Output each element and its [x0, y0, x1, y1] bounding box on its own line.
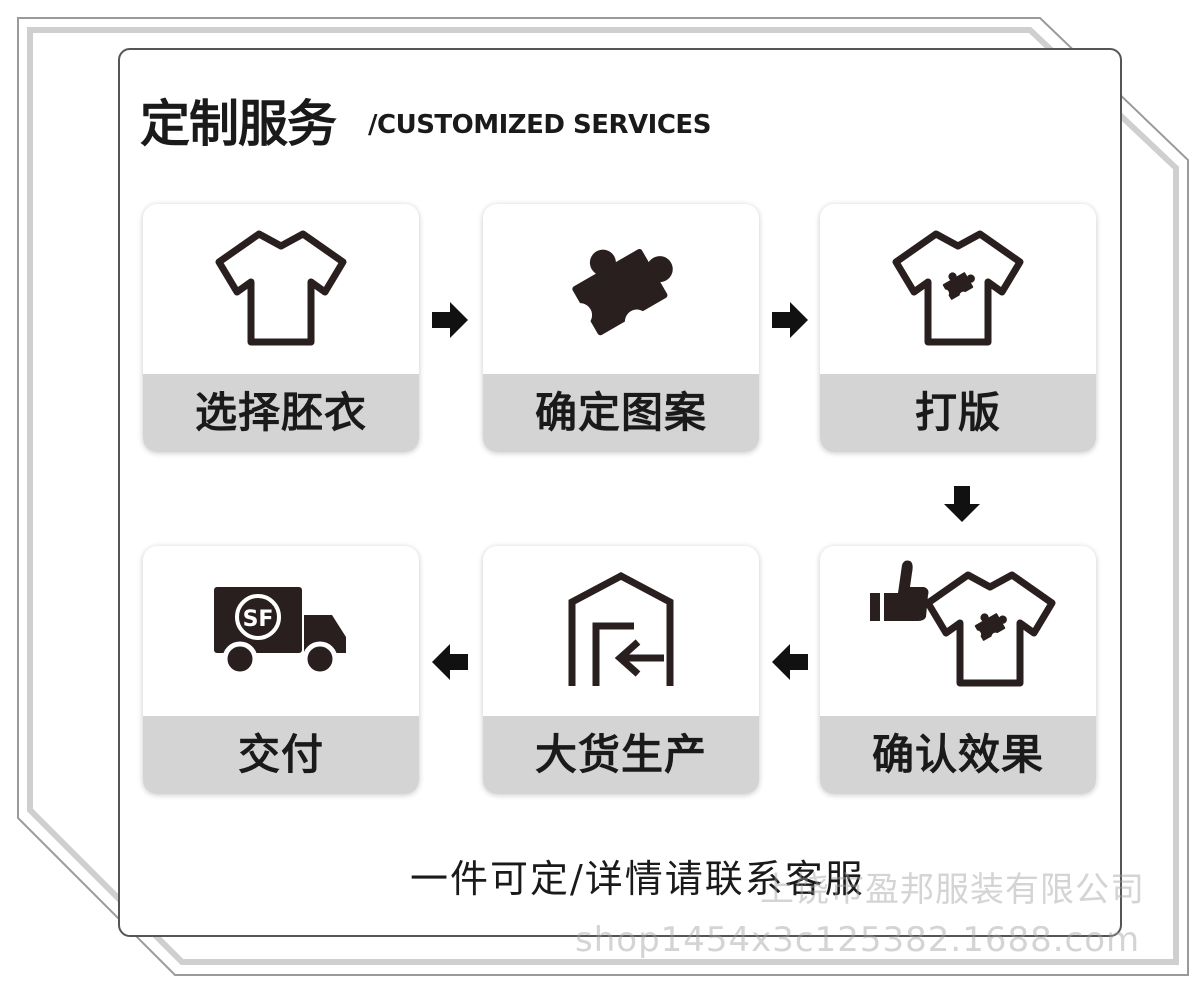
tshirt-puzzle-thumbs-up-icon [870, 560, 1056, 687]
step-label: 确认效果 [820, 716, 1096, 794]
step-label: 选择胚衣 [143, 374, 419, 452]
arrow-right-icon [432, 302, 468, 338]
tshirt-icon [215, 230, 347, 346]
step-label: 交付 [143, 716, 419, 794]
arrow-left-icon [432, 644, 468, 680]
watermark-shop-url: shop1454x3c125382.1688.com [575, 920, 1141, 960]
warehouse-icon [568, 572, 674, 686]
step-label: 确定图案 [483, 374, 759, 452]
arrow-left-icon [772, 644, 808, 680]
step-label: 大货生产 [483, 716, 759, 794]
footer-note: 一件可定/详情请联系客服 [410, 857, 865, 901]
step-card-mass-production: 大货生产 [483, 546, 759, 794]
puzzle-piece-icon [568, 248, 673, 336]
thumbs-up-icon [870, 560, 929, 621]
arrow-down-icon [944, 486, 980, 522]
svg-text:SF: SF [243, 607, 274, 632]
sf-delivery-truck-icon: SF [214, 587, 346, 677]
page-subtitle: /CUSTOMIZED SERVICES [368, 110, 711, 140]
step-card-delivery: SF 交付 [143, 546, 419, 794]
tshirt-puzzle-icon [892, 230, 1024, 346]
arrow-right-icon [772, 302, 808, 338]
page-title: 定制服务 [140, 95, 337, 153]
step-card-confirm-pattern: 确定图案 [483, 204, 759, 452]
step-label: 打版 [820, 374, 1096, 452]
step-card-confirm-effect: 确认效果 [820, 546, 1096, 794]
step-card-select-blank: 选择胚衣 [143, 204, 419, 452]
watermark-company: 上饶市盈邦服装有限公司 [760, 870, 1145, 910]
step-card-sampling: 打版 [820, 204, 1096, 452]
